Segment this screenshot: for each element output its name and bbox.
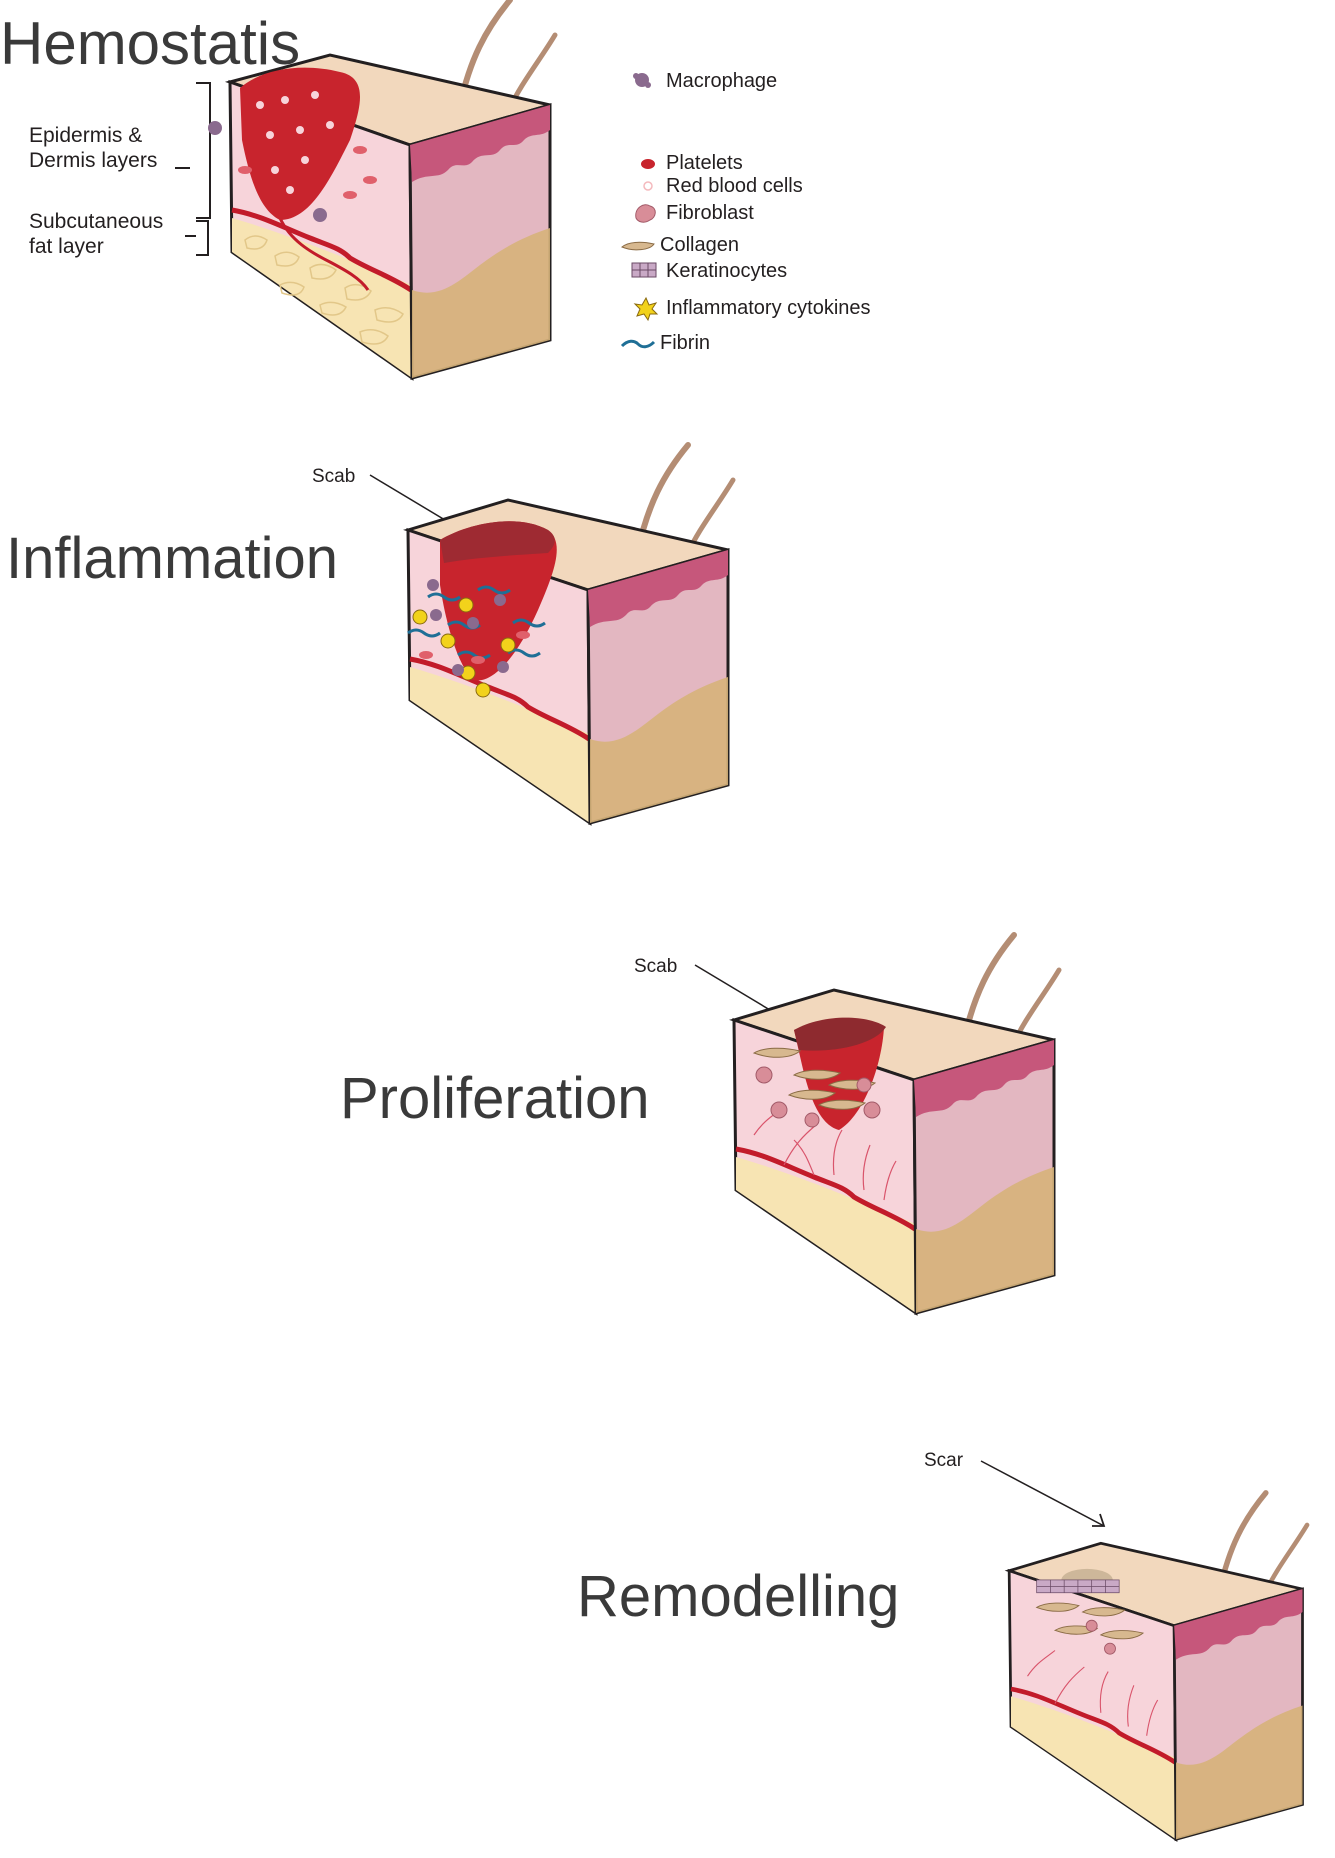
legend-label: Fibroblast [666,201,754,224]
skin-block-remodelling [1004,1490,1310,1842]
platelet-icon [641,159,655,169]
collagen-icon [621,241,655,251]
legend-fibrin: Fibrin [620,330,710,356]
stage-title-proliferation: Proliferation [340,1066,650,1131]
scab [440,521,555,563]
skin-block-inflammation [403,442,736,826]
blood-vessel [231,207,413,293]
fibrin-icon [620,339,656,349]
legend-label: Macrophage [666,69,778,92]
stage-title-hemostatis: Hemostatis [0,10,301,77]
legend-collagen: Collagen [620,232,739,258]
legend-cytokines: Inflammatory cytokines [626,295,871,322]
legend-fibroblast: Fibroblast [626,200,754,226]
legend-macrophage: Macrophage [626,68,777,94]
legend-platelets: Platelets [626,150,743,176]
stage-title-inflammation: Inflammation [6,526,339,591]
scab-label-proliferation: Scab [634,956,678,977]
blood-vessel [409,656,591,742]
macrophage-icon [633,73,651,88]
blood-vessel [735,1146,917,1232]
subcutaneous-label: Subcutaneous fat layer [29,210,164,258]
keratinocyte-icon [631,262,657,278]
legend-label: Platelets [666,151,743,174]
epidermis-dermis-label: Epidermis & Dermis layers [29,124,158,172]
fibroblast-icon [635,204,656,223]
skin-block-proliferation [729,932,1062,1316]
skin-block-hemostatis [208,0,558,381]
legend-label: Keratinocytes [666,259,788,282]
stage-title-remodelling: Remodelling [577,1564,900,1629]
pointer-arrow-remodelling [980,1460,1106,1527]
legend-label: Collagen [660,233,739,256]
legend-label: Inflammatory cytokines [666,296,871,319]
scab [794,1017,886,1051]
legend-label: Fibrin [660,331,711,354]
legend-label: Red blood cells [666,174,803,197]
layer-brackets [175,82,211,256]
scar-label-remodelling: Scar [924,1450,964,1471]
red-blood-cell-icon [643,181,653,191]
legend-red-blood-cells: Red blood cells [626,173,803,199]
scab-label-inflammation: Scab [312,466,356,487]
wound [240,67,360,220]
cytokine-icon [633,296,659,322]
legend-keratinocytes: Keratinocytes [626,258,787,284]
blood-vessel [1010,1686,1177,1765]
